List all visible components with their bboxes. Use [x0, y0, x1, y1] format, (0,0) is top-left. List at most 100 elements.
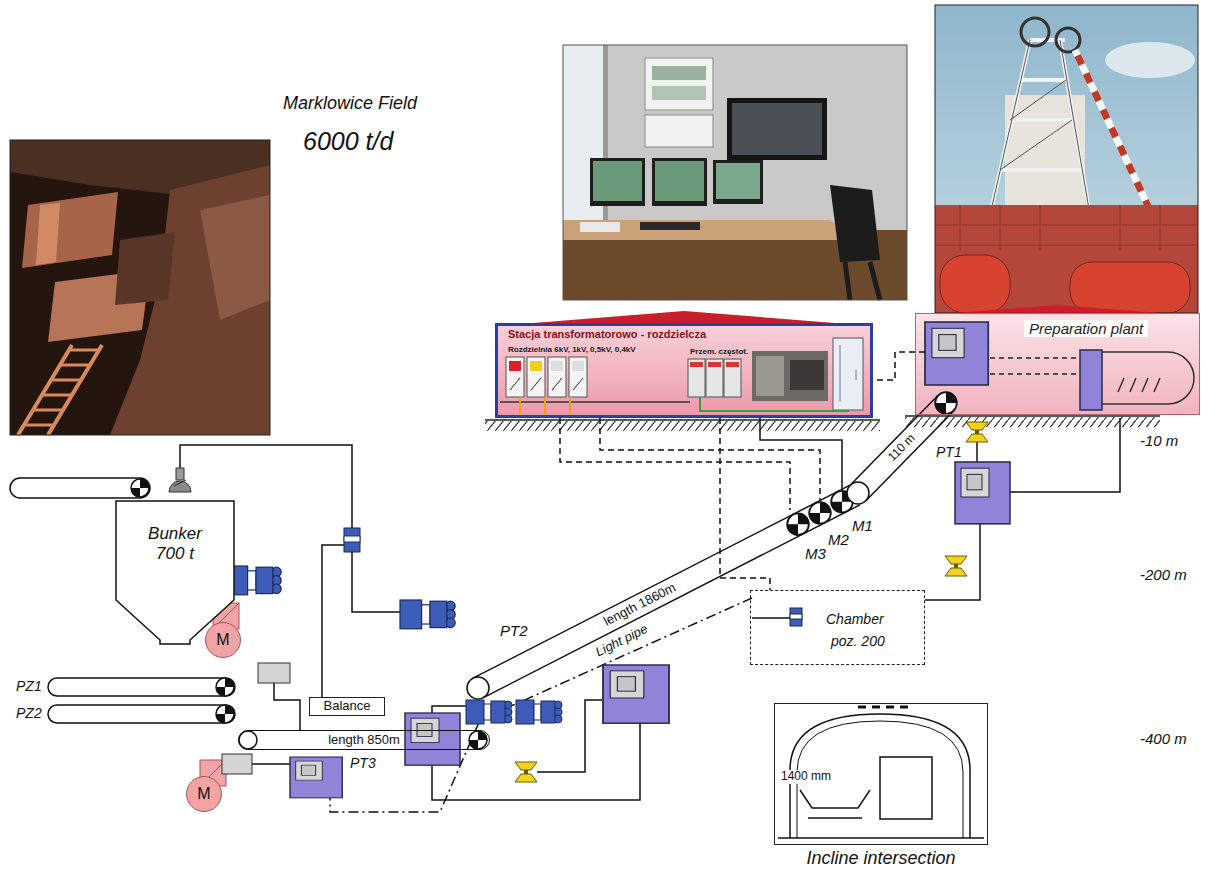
tunnel-section: [808, 817, 862, 819]
conveyor: [787, 513, 809, 535]
wire: [1010, 418, 1120, 492]
level-mark: -10 m: [1140, 432, 1178, 449]
tunnel-section: [778, 707, 984, 838]
wire: [322, 545, 344, 697]
wire: [752, 617, 790, 619]
node-text: poz. 200: [831, 633, 885, 649]
control-cabinet: [955, 462, 1010, 524]
conveyor: [467, 677, 489, 699]
station-building: [700, 397, 848, 411]
station-building: [495, 323, 873, 418]
conveyor: [10, 392, 957, 749]
headframe-photo: [935, 5, 1198, 313]
node-text: length 850m: [328, 733, 400, 748]
tunnel-section: [778, 837, 984, 839]
node-text: Chamber: [826, 611, 884, 627]
station-building: [500, 401, 690, 403]
drive-unit: [790, 614, 802, 619]
tunnel-section: [880, 757, 932, 819]
control-room-photo: [580, 222, 620, 232]
headframe-photo: [990, 40, 1090, 215]
node-text: Stacja transformatorowo - rozdzielcza: [508, 328, 706, 341]
control-room-photo: [713, 160, 763, 204]
headframe-photo: [1105, 42, 1195, 78]
wire: [432, 723, 640, 800]
mine-photo: [18, 345, 102, 435]
motor-symbol: M: [205, 622, 241, 658]
conveyor-id: PT3: [350, 755, 376, 771]
control-room-photo: [563, 45, 907, 300]
station-building: [527, 357, 545, 397]
sensor-symbol: [515, 422, 988, 782]
control-room-photo: [655, 161, 704, 201]
wire: [976, 442, 978, 462]
mine-photo: [36, 203, 60, 265]
control-cabinet: [290, 757, 342, 798]
station-building: [506, 357, 524, 397]
motor-symbol: M: [186, 776, 222, 812]
drive-unit: [400, 600, 455, 629]
level-mark: -400 m: [1140, 730, 1187, 747]
wire: [432, 706, 466, 713]
ground-line: [485, 416, 1160, 431]
control-room-photo: [563, 220, 860, 240]
field-name: Marklowice Field: [283, 93, 417, 114]
conveyor-id: PZ2: [16, 705, 42, 721]
drive-id: M2: [828, 531, 849, 548]
control-room-photo: [652, 66, 706, 80]
station-building: [510, 378, 583, 390]
power-line: [720, 418, 770, 590]
conveyor: [239, 731, 257, 749]
node-text: Balance: [324, 699, 371, 714]
mine-photo: [200, 195, 270, 320]
dimension: 1400 mm: [779, 770, 833, 784]
node-text: 700 t: [156, 544, 194, 564]
mine-photo: [110, 165, 270, 435]
sensor-symbol: [966, 422, 988, 442]
feeder: [176, 468, 184, 480]
drive-unit: [344, 536, 360, 542]
station-building: [726, 362, 739, 367]
drive-unit: [226, 528, 802, 724]
wire: [252, 763, 290, 765]
node-text: Przem. częstot.: [690, 347, 748, 356]
mine-photo: [22, 192, 118, 268]
control-room-photo: [652, 86, 706, 100]
drive-unit: [516, 700, 562, 724]
output-rate: 6000 t/d: [303, 127, 393, 156]
station-panel: Stacja transformatorowo - rozdzielczaRoz…: [495, 323, 873, 418]
plant-building: [925, 322, 988, 385]
conveyor: [131, 479, 149, 497]
feeder: [174, 480, 186, 486]
control-cabinet: [222, 462, 1010, 798]
control-cabinet: [258, 663, 290, 683]
control-room-photo: [732, 103, 822, 155]
signal-wire: [600, 418, 820, 500]
control-room-photo: [830, 185, 880, 262]
conveyor: [935, 392, 957, 414]
station-building: [690, 362, 703, 367]
wire: [925, 524, 980, 600]
wire: [352, 552, 400, 612]
station-building: [752, 351, 828, 401]
plant-building: Preparation plant: [915, 313, 1200, 415]
station-building: [551, 361, 563, 371]
station-building: [509, 361, 521, 371]
station-building: [530, 361, 542, 371]
wire: [760, 418, 842, 491]
headframe-photo: [1021, 18, 1049, 46]
control-room-photo: [645, 58, 713, 110]
station-building: [688, 359, 705, 397]
mine-photo: [10, 140, 270, 435]
level-mark: -200 m: [1140, 566, 1187, 583]
control-room-photo: [563, 45, 907, 300]
plant-building: [915, 305, 1200, 415]
control-room-photo: [593, 161, 642, 201]
node-text: Preparation plant: [1024, 320, 1148, 337]
station-building: [790, 360, 824, 390]
node-text: Bunker: [148, 524, 202, 544]
